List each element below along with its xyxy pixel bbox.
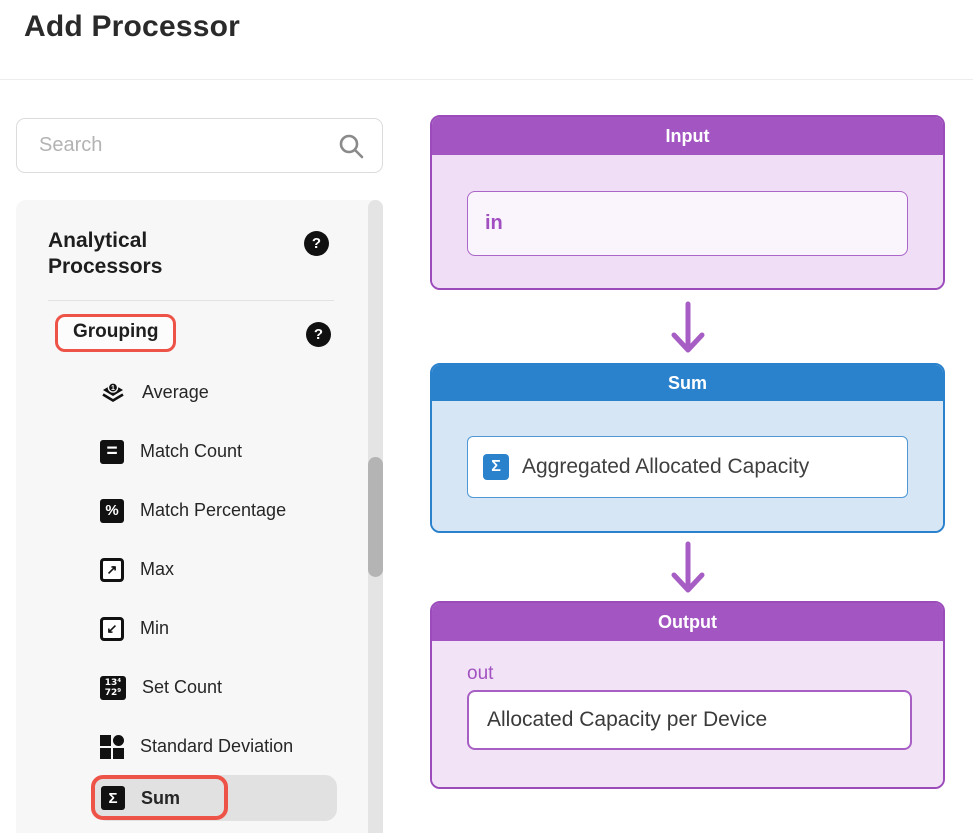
sidebar-item-min[interactable]: ↙ Min [16,599,356,658]
sidebar-item-max[interactable]: ↗ Max [16,540,356,599]
sidebar-item-sum[interactable]: Σ Sum [91,775,337,821]
processor-sidebar: Analytical Processors ? Grouping ? 1 Ave… [16,200,383,833]
svg-text:1: 1 [111,385,115,392]
std-deviation-icon [100,734,124,759]
grouping-annotation-box: Grouping [55,314,177,352]
output-port-label: out [467,663,494,684]
layers-icon: 1 [100,380,126,406]
max-arrow-icon: ↗ [100,557,124,582]
set-count-icon-bottom: 72⁹ [104,687,122,698]
sidebar-item-label: Standard Deviation [140,736,294,756]
sidebar-item-match-percentage[interactable]: % Match Percentage [16,481,356,540]
equals-icon: = [100,439,124,464]
output-name-field[interactable]: Allocated Capacity per Device [467,690,912,750]
set-count-icon-top: 13⁴ [104,677,122,688]
set-count-icon: 13⁴ 72⁹ [100,675,126,700]
sidebar-item-label: Average [142,382,209,402]
sidebar-item-label: Max [140,559,175,579]
sidebar-heading: Analytical Processors [48,229,163,278]
flow-arrow-down-icon [671,541,705,593]
divider [48,300,334,301]
sidebar-item-label: Set Count [142,677,223,697]
sidebar-item-label: Match Percentage [140,500,287,520]
page-title: Add Processor [24,10,240,43]
sigma-icon: Σ [483,454,509,480]
input-node-title: Input [432,117,943,155]
sum-node: Sum Σ Aggregated Allocated Capacity [430,363,945,533]
dialog-header: Add Processor [0,0,973,80]
sigma-icon: Σ [101,786,125,810]
sidebar-item-set-count[interactable]: 13⁴ 72⁹ Set Count [16,658,356,717]
search-box[interactable] [16,118,383,173]
search-input[interactable] [17,119,382,172]
sidebar-item-standard-deviation[interactable]: Standard Deviation [16,717,356,776]
sum-node-title: Sum [432,365,943,401]
output-node: Output out Allocated Capacity per Device [430,601,945,789]
min-arrow-icon: ↙ [100,616,124,641]
sidebar-item-average[interactable]: 1 Average [16,363,356,422]
sum-metric-label: Aggregated Allocated Capacity [522,455,810,478]
sidebar-item-label: Match Count [140,441,243,461]
sidebar-item-label: Min [140,618,170,638]
sidebar-scrollbar-thumb[interactable] [368,457,383,577]
sidebar-item-match-count[interactable]: = Match Count [16,422,356,481]
help-icon[interactable]: ? [306,322,331,347]
flow-arrow-down-icon [671,301,705,353]
help-icon[interactable]: ? [304,231,329,256]
percent-icon: % [100,498,124,523]
sum-metric-field[interactable]: Σ Aggregated Allocated Capacity [467,436,908,498]
output-node-title: Output [432,603,943,641]
input-port-field[interactable]: in [467,191,908,256]
sidebar-item-grouping[interactable]: Grouping [73,321,159,342]
search-icon [339,134,364,159]
sidebar-scrollbar-track[interactable] [368,200,383,833]
sidebar-item-label: Sum [141,787,181,808]
input-node: Input in [430,115,945,290]
